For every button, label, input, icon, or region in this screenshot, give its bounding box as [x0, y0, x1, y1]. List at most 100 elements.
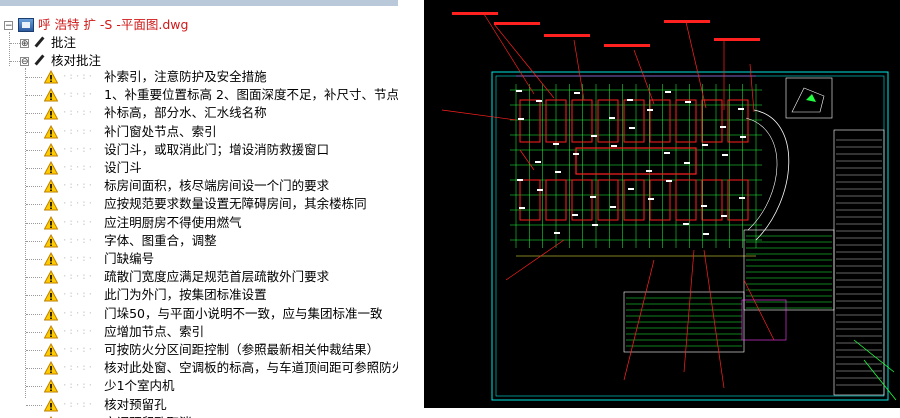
- comment-text: 此门为外门，按集团标准设置: [104, 287, 267, 303]
- markup-callout-line: [441, 109, 517, 121]
- room-outline: [597, 179, 619, 221]
- comment-item[interactable]: ·:·:·补门窗处节点、索引: [44, 123, 217, 141]
- wall-accent: [610, 206, 616, 208]
- wall-accent: [628, 188, 634, 190]
- room-outline: [727, 99, 749, 143]
- markup-callout-line: [743, 279, 775, 341]
- collapse-file-toggle[interactable]: −: [4, 21, 13, 31]
- comment-text: 字体、图重合，调整: [104, 232, 217, 248]
- wall-accent: [627, 99, 633, 101]
- comment-text: 门垛50，与平面小说明不一致，应与集团标准一致: [104, 305, 383, 321]
- comment-author-masked: ·:·:·: [62, 254, 95, 264]
- comment-item[interactable]: ·:·:·核对预留孔: [44, 396, 167, 414]
- wall-accent: [666, 180, 672, 182]
- wall-accent: [722, 154, 728, 156]
- markup-text-stub: [604, 44, 650, 47]
- comment-text: 应增加节点、索引: [104, 323, 205, 339]
- warning-icon: [44, 233, 58, 248]
- warning-icon: [44, 215, 58, 230]
- markup-text-stub: [494, 22, 540, 25]
- comment-text: 设门斗: [104, 160, 142, 175]
- tree-node-check-notes[interactable]: 核对批注: [33, 52, 101, 70]
- markup-line: [853, 339, 895, 373]
- wall-accent: [703, 233, 709, 235]
- comment-item[interactable]: ·:·:· 设门斗: [44, 159, 142, 177]
- comment-item[interactable]: ·:·:·标房间面积，核尽端房间设一个门的要求: [44, 177, 329, 195]
- warning-icon: [44, 306, 58, 321]
- comment-item[interactable]: ·:·:·设门斗，或取消此门；增设消防救援窗口: [44, 141, 329, 159]
- comment-text: 标房间面积，核尽端房间设一个门的要求: [104, 178, 330, 194]
- wall-accent: [592, 224, 598, 226]
- markup-callout-line: [683, 249, 695, 373]
- comment-item[interactable]: ·:·:·1、补重要位置标高 2、图面深度不足，补尺寸、节点等: [44, 86, 398, 104]
- pen-icon: [33, 36, 45, 50]
- comment-item[interactable]: ·:·:·核对此处窗、空调板的标高，与车道顶间距可参照防火分区间距: [44, 359, 398, 377]
- wall-accent: [702, 144, 708, 146]
- comment-text: 少1个室内机: [104, 378, 175, 394]
- comment-text: 可按防火分区间距控制（参照最新相关仲裁结果）: [104, 342, 380, 357]
- comment-author-masked: ·:·:·: [62, 163, 95, 173]
- comment-item[interactable]: ·:·:· 此门为外门，按集团标准设置: [44, 286, 267, 304]
- wall-accent: [517, 179, 523, 181]
- tree-header-strip: [0, 0, 398, 6]
- comment-text: 补索引，注意防护及安全措施: [104, 69, 267, 84]
- key-plan: [791, 87, 825, 113]
- warning-icon: [44, 179, 58, 193]
- wall-accent: [609, 117, 615, 119]
- warning-icon: [44, 288, 58, 302]
- wall-accent: [611, 145, 617, 147]
- room-outline: [701, 99, 723, 143]
- comment-text: 应按规范要求数量设置无障碍房间，其余楼栋同: [104, 196, 367, 212]
- comment-author-masked: ·:·:·: [62, 90, 95, 101]
- comment-author-masked: ·:·:·: [62, 272, 95, 283]
- comment-item[interactable]: ·:·:·应增加节点、索引: [44, 323, 204, 341]
- comment-item[interactable]: ·:·:·疏散门宽度应满足规范首层疏散外门要求: [44, 268, 329, 286]
- room-outline: [727, 179, 749, 221]
- comment-author-masked: ·:·:·: [62, 345, 95, 355]
- comment-text: 门缺编号: [104, 251, 155, 266]
- cad-drawing-view[interactable]: [424, 0, 900, 408]
- node-label-notes: 批注: [51, 35, 77, 50]
- comment-item[interactable]: ·:·:·应注明厨房不得使用燃气: [44, 214, 242, 232]
- room-outline: [519, 179, 541, 221]
- tree-node-notes[interactable]: 批注: [33, 34, 76, 52]
- comment-item[interactable]: ·:·:· 可按防火分区间距控制（参照最新相关仲裁结果）: [44, 341, 379, 359]
- wall-accent: [555, 171, 561, 173]
- cad-floor-plan: [441, 12, 897, 401]
- wall-accent: [648, 198, 654, 200]
- collapse-check-notes-toggle[interactable]: ⊖: [20, 57, 29, 67]
- comment-item[interactable]: ·:·:· 门缺编号: [44, 250, 154, 268]
- markup-text-stub: [714, 38, 760, 41]
- markup-callout-line: [505, 239, 565, 281]
- warning-icon: [44, 161, 58, 175]
- comment-item[interactable]: ·:·:·门垛50，与平面小说明不一致，应与集团标准一致: [44, 305, 383, 323]
- comment-item[interactable]: ·:·:·补标高，部分水、汇水线名称: [44, 104, 267, 122]
- expand-notes-toggle[interactable]: ⊕: [20, 39, 29, 49]
- comment-tree-panel: − 呼 浩特 扩 -S -平面图.dwg ⊕ 批注 ⊖ 核对批注 ·:·:·补索…: [0, 0, 398, 418]
- comment-item[interactable]: ·:·:·应按规范要求数量设置无障碍房间，其余楼栋同: [44, 195, 367, 213]
- wall-accent: [664, 152, 670, 154]
- wall-accent: [701, 205, 707, 207]
- warning-icon: [44, 124, 58, 139]
- comment-item[interactable]: ·:·:·空调预留孔取消: [44, 414, 192, 418]
- wall-accent: [629, 127, 635, 129]
- comment-text: 空调预留孔取消: [104, 414, 192, 418]
- corridor: [575, 147, 697, 175]
- comment-author-masked: ·:·:·: [62, 290, 95, 301]
- comment-item[interactable]: ·:·:·少1个室内机: [44, 377, 175, 395]
- wall-accent: [519, 207, 525, 209]
- warning-icon: [44, 397, 58, 412]
- comment-text: 补标高，部分水、汇水线名称: [104, 105, 267, 121]
- wall-accent: [684, 162, 690, 164]
- comment-text: 核对此处窗、空调板的标高，与车道顶间距可参照防火分区间距: [104, 360, 398, 376]
- room-outline: [571, 179, 593, 221]
- comment-item[interactable]: ·:·:·补索引，注意防护及安全措施: [44, 68, 267, 86]
- room-outline: [545, 179, 567, 221]
- comment-item[interactable]: ·:·:·字体、图重合，调整: [44, 232, 217, 250]
- markup-callout-line: [703, 249, 725, 389]
- markup-text-stub: [452, 12, 498, 15]
- tree-file-node[interactable]: 呼 浩特 扩 -S -平面图.dwg: [18, 16, 188, 34]
- markup-callout-line: [519, 149, 535, 171]
- wall-accent: [720, 126, 726, 128]
- wall-accent: [591, 135, 597, 137]
